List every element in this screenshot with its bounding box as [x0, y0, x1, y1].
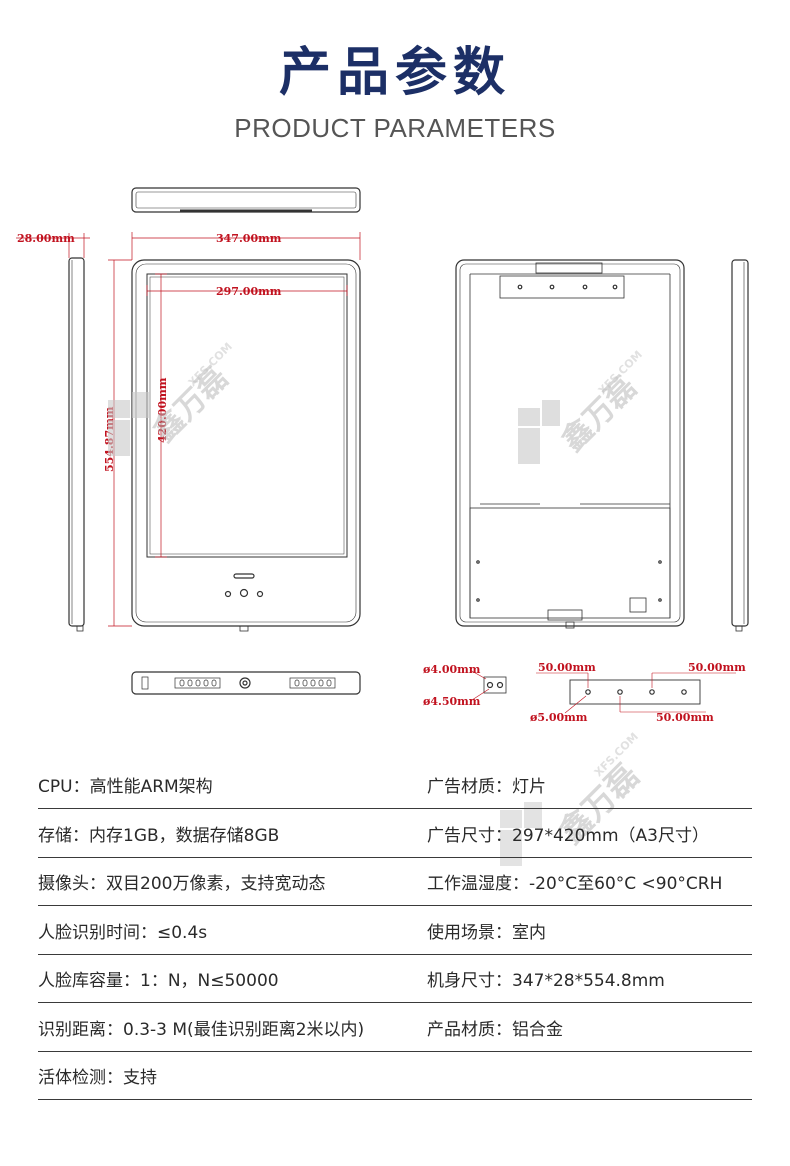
spacing-2-label: 50.00mm [688, 661, 746, 674]
screen-height-label: 420.00mm [156, 377, 169, 443]
param-row: 识别距离：0.3-3 M(最佳识别距离2米以内) 产品材质：铝合金 [38, 1005, 752, 1052]
front-view [131, 259, 361, 632]
param-ad-material: 广告材质：灯片 [427, 777, 546, 797]
param-row: 摄像头：双目200万像素，支持宽动态 工作温湿度：-20°C至60°C <90°… [38, 859, 752, 906]
page-title: 产品参数 [278, 43, 511, 103]
depth-label: 28.00mm [17, 232, 75, 245]
width-label: 347.00mm [216, 232, 282, 245]
param-recognition-time: 人脸识别时间：≤0.4s [38, 922, 208, 943]
bottom-view [131, 671, 361, 695]
hole-c-label: ø5.00mm [530, 711, 588, 724]
hole-a-label: ø4.00mm [423, 663, 481, 676]
watermark-logo-1: 鑫万磊 XFS.COM [108, 340, 235, 456]
bracket-detail [536, 672, 736, 714]
param-scenario: 使用场景：室内 [427, 922, 546, 943]
param-ad-size: 广告尺寸：297*420mm（A3尺寸） [427, 825, 709, 846]
parameter-table: CPU：高性能ARM架构 广告材质：灯片 存储：内存1GB，数据存储8GB 广告… [38, 762, 752, 1102]
top-view [131, 187, 361, 213]
param-recognition-distance: 识别距离：0.3-3 M(最佳识别距离2米以内) [38, 1019, 365, 1040]
param-camera: 摄像头：双目200万像素，支持宽动态 [38, 874, 326, 894]
param-operating-env: 工作温湿度：-20°C至60°C <90°CRH [427, 874, 723, 894]
param-row: 人脸库容量：1：N，N≤50000 机身尺寸：347*28*554.8mm [38, 956, 752, 1003]
param-storage: 存储：内存1GB，数据存储8GB [38, 825, 280, 846]
page-subtitle: PRODUCT PARAMETERS [234, 113, 556, 143]
param-row: 存储：内存1GB，数据存储8GB 广告尺寸：297*420mm（A3尺寸） [38, 811, 752, 858]
back-view [455, 259, 685, 629]
watermark-logo-3: 鑫万磊 XFS.COM [500, 730, 646, 866]
hole-b-label: ø4.50mm [423, 695, 481, 708]
spacing-1-label: 50.00mm [538, 661, 596, 674]
param-material: 产品材质：铝合金 [427, 1019, 563, 1040]
param-row: CPU：高性能ARM架构 广告材质：灯片 [38, 762, 752, 809]
param-row: 活体检测：支持 [38, 1053, 752, 1100]
param-row: 人脸识别时间：≤0.4s 使用场景：室内 [38, 908, 752, 955]
param-face-capacity: 人脸库容量：1：N，N≤50000 [38, 971, 279, 991]
param-liveness: 活体检测：支持 [38, 1068, 157, 1088]
watermark-logo-2: 鑫万磊 XFS.COM [518, 348, 645, 464]
technical-drawing: 28.00mm 347.00mm 297.00mm 554.87mm 420.0… [16, 187, 749, 724]
side-view-right [731, 259, 749, 632]
param-cpu: CPU：高性能ARM架构 [38, 777, 213, 797]
spacing-3-label: 50.00mm [656, 711, 714, 724]
hole-detail [469, 669, 507, 701]
side-view-left [68, 257, 85, 632]
param-body-size: 机身尺寸：347*28*554.8mm [427, 971, 665, 991]
screen-width-label: 297.00mm [216, 285, 282, 298]
